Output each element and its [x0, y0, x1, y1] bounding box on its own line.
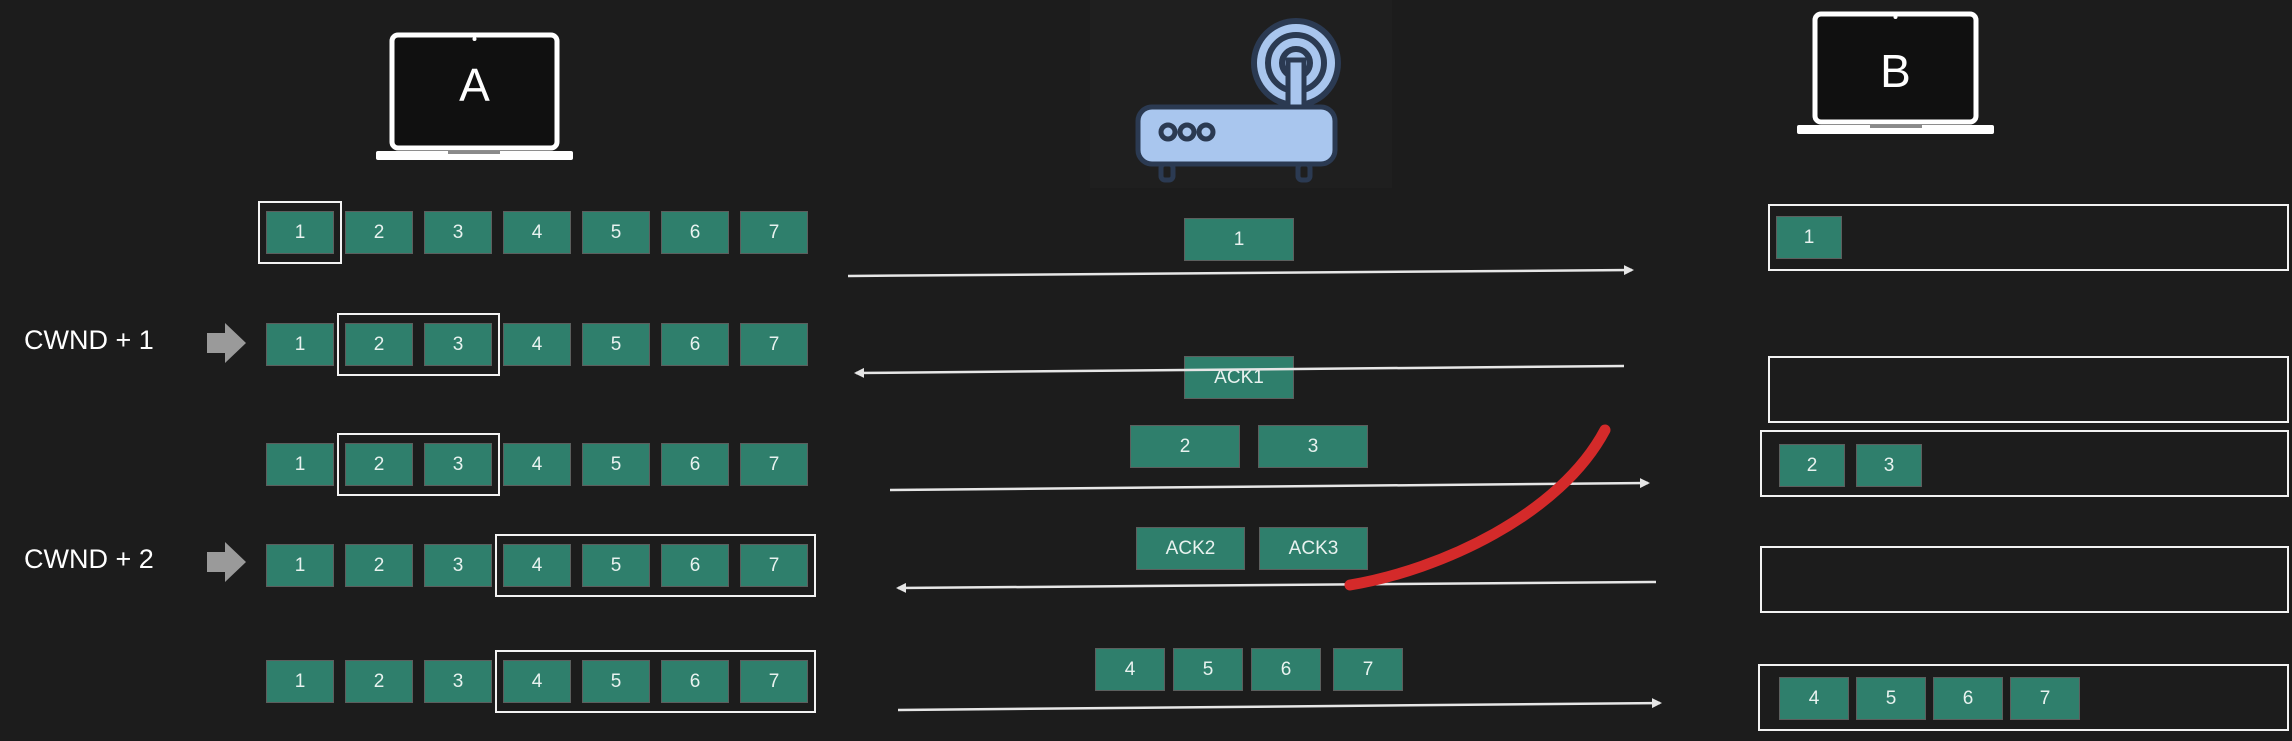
cwnd-arrow-1 [207, 323, 246, 363]
congestion-window [258, 201, 342, 264]
sender-packet: 7 [740, 443, 808, 486]
arrow-right [847, 265, 1634, 278]
sender-packet: 7 [740, 544, 808, 587]
transit-packet: 6 [1251, 648, 1321, 691]
transit-packet: 1 [1184, 218, 1294, 261]
sender-packet: 2 [345, 211, 413, 254]
cwnd-arrow-2 [207, 542, 246, 582]
receiver-buffer [1758, 664, 2289, 731]
sender-packet: 3 [424, 211, 492, 254]
receiver-buffer [1760, 546, 2289, 613]
received-packet: 3 [1856, 444, 1922, 487]
sender-packet: 4 [503, 323, 571, 366]
ack-packet: ACK2 [1136, 527, 1245, 570]
sender-packet: 6 [661, 211, 729, 254]
sender-packet: 6 [661, 544, 729, 587]
sender-packet: 7 [740, 211, 808, 254]
sender-packet: 4 [503, 443, 571, 486]
ack-packet: ACK3 [1259, 527, 1368, 570]
received-packet: 1 [1776, 216, 1842, 259]
received-packet: 2 [1779, 444, 1845, 487]
transit-packet: 5 [1173, 648, 1243, 691]
receiver-buffer [1768, 204, 2289, 271]
sender-packet: 5 [582, 443, 650, 486]
sender-packet: 4 [503, 544, 571, 587]
ack-packet: ACK1 [1184, 356, 1294, 399]
sender-packet: 4 [503, 211, 571, 254]
receiver-buffer [1760, 430, 2289, 497]
sender-packet: 5 [582, 211, 650, 254]
received-packet: 5 [1856, 677, 1926, 720]
sender-packet: 6 [661, 323, 729, 366]
transit-packet: 3 [1258, 425, 1368, 468]
sender-packet: 3 [424, 323, 492, 366]
sender-packet: 5 [582, 544, 650, 587]
transit-packet: 4 [1095, 648, 1165, 691]
sender-packet: 2 [345, 660, 413, 703]
sender-packet: 4 [503, 660, 571, 703]
sender-label: A [459, 59, 490, 111]
sender-packet: 3 [424, 443, 492, 486]
sender-packet: 1 [266, 323, 334, 366]
sender-packet: 5 [582, 660, 650, 703]
arrow-left [896, 580, 1657, 593]
sender-packet: 3 [424, 660, 492, 703]
sender-packet: 2 [345, 323, 413, 366]
congestion-window [337, 433, 500, 496]
received-packet: 4 [1779, 677, 1849, 720]
sender-packet: 2 [345, 443, 413, 486]
sender-packet: 1 [266, 443, 334, 486]
sender-packet: 1 [266, 660, 334, 703]
sender-packet: 7 [740, 323, 808, 366]
cwnd-label-1: CWND + 1 [24, 325, 154, 355]
arrow-right [897, 698, 1662, 712]
received-packet: 6 [1933, 677, 2003, 720]
sender-packet: 7 [740, 660, 808, 703]
sender-packet: 3 [424, 544, 492, 587]
sender-packet: 5 [582, 323, 650, 366]
highlight-stroke [1344, 424, 1611, 591]
transit-packet: 7 [1333, 648, 1403, 691]
congestion-window [337, 313, 500, 376]
sender-packet: 6 [661, 660, 729, 703]
sender-packet: 1 [266, 544, 334, 587]
arrow-right [889, 478, 1650, 492]
cwnd-label-2: CWND + 2 [24, 544, 154, 574]
receiver-buffer [1768, 356, 2289, 423]
congestion-window [495, 650, 816, 713]
sender-packet: 1 [266, 211, 334, 254]
congestion-window [495, 534, 816, 597]
received-packet: 7 [2010, 677, 2080, 720]
transit-packet: 2 [1130, 425, 1240, 468]
sender-packet: 6 [661, 443, 729, 486]
sender-packet: 2 [345, 544, 413, 587]
receiver-label: B [1880, 45, 1911, 97]
